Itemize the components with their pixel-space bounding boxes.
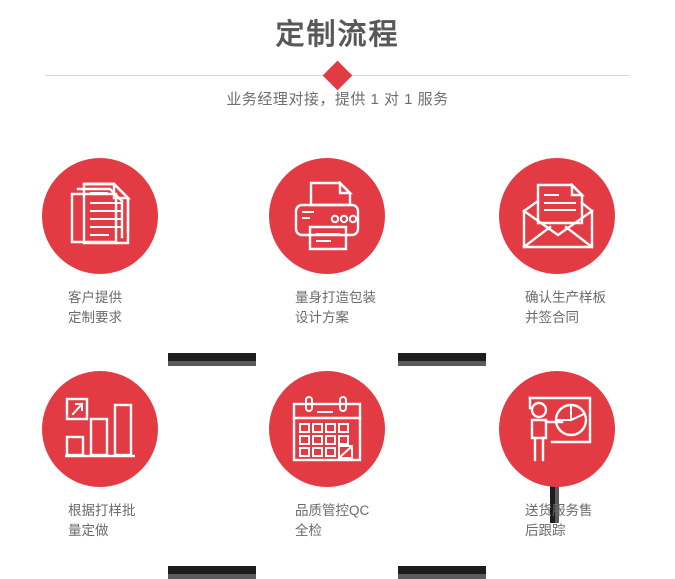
connector-shadow	[398, 361, 486, 366]
calendar-check-icon	[292, 396, 362, 462]
envelope-document-icon	[522, 183, 594, 249]
step-4-icon-circle	[42, 371, 158, 487]
process-steps: 客户提供 定制要求 量身打造包装 设计方案	[0, 150, 675, 579]
step-1-icon-circle	[42, 158, 158, 274]
step-2-icon-circle	[269, 158, 385, 274]
page-header: 定制流程 业务经理对接，提供 1 对 1 服务	[0, 0, 675, 125]
connector-shadow	[168, 574, 256, 579]
connector-bar	[550, 486, 555, 523]
step-3-label: 确认生产样板 并签合同	[525, 290, 606, 325]
connector-bar	[398, 566, 486, 574]
page-title: 定制流程	[275, 19, 400, 51]
bar-chart-growth-icon	[65, 397, 135, 458]
step-5-label: 品质管控QC 全检	[295, 503, 370, 538]
connector-step1-step2	[168, 353, 256, 366]
step-4-label: 根据打样批 量定做	[68, 503, 136, 538]
page-subtitle: 业务经理对接，提供 1 对 1 服务	[226, 91, 449, 108]
connector-shadow	[398, 574, 486, 579]
diamond-marker-icon	[322, 60, 353, 91]
step-6-icon-circle	[499, 371, 615, 487]
printer-icon	[294, 181, 360, 251]
connector-step2-step3	[398, 353, 486, 366]
documents-stack-icon	[70, 182, 131, 245]
connector-bar	[398, 353, 486, 361]
connector-step5-step6	[398, 566, 486, 579]
step-1-label: 客户提供 定制要求	[68, 290, 122, 325]
connector-bar	[168, 566, 256, 574]
step-6-label: 送货服务售 后跟踪	[525, 503, 593, 538]
connector-step4-step5	[168, 566, 256, 579]
connector-shadow	[168, 361, 256, 366]
step-3-icon-circle	[499, 158, 615, 274]
title-divider	[0, 60, 675, 91]
connector-shadow	[555, 486, 559, 523]
connector-step3-step6	[550, 486, 559, 523]
presenter-pie-chart-icon	[528, 396, 592, 462]
step-2-label: 量身打造包装 设计方案	[295, 290, 376, 325]
connector-bar	[168, 353, 256, 361]
step-5-icon-circle	[269, 371, 385, 487]
